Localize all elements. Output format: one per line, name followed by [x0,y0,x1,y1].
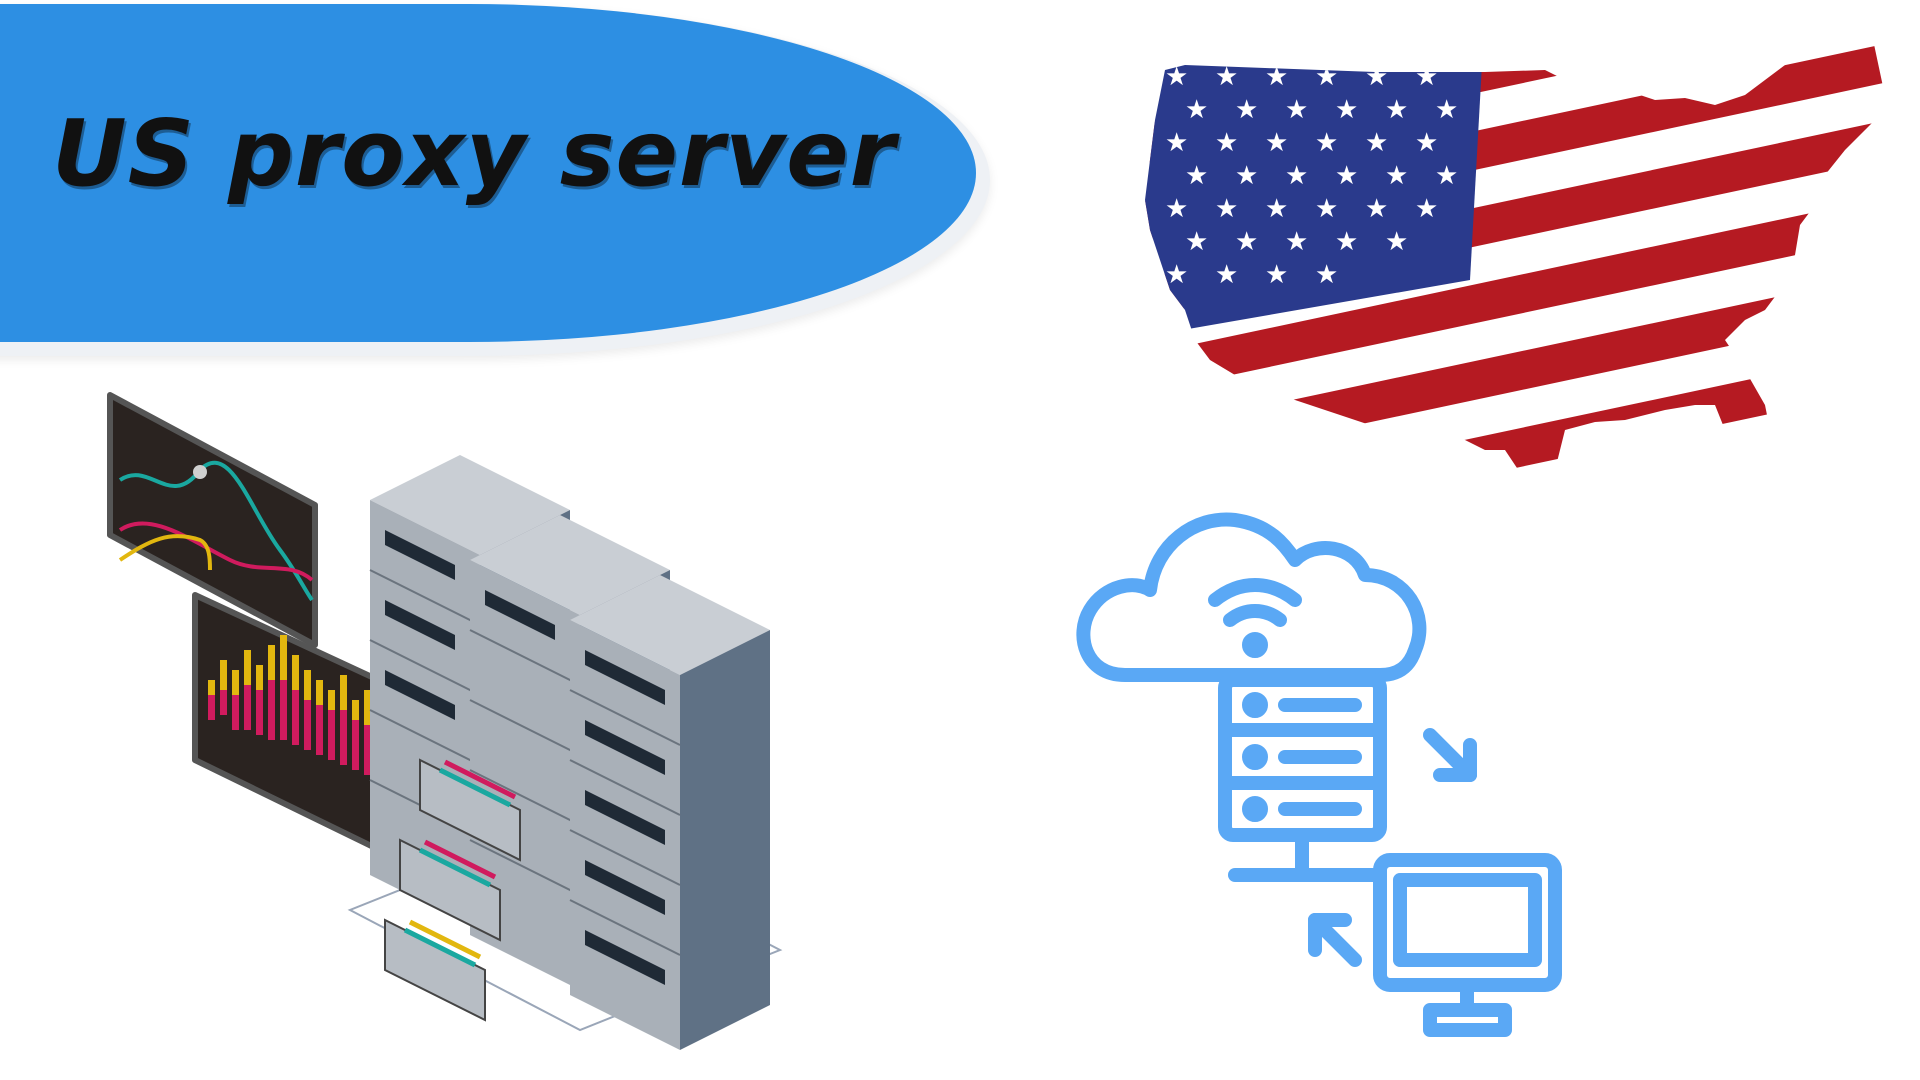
server-racks-illustration [107,392,783,1050]
svg-text:★: ★ [1415,62,1438,92]
cloud-icon [1076,512,1427,682]
svg-text:★: ★ [1315,62,1338,92]
svg-text:★: ★ [1215,194,1238,224]
svg-text:★: ★ [1335,227,1358,257]
svg-text:★: ★ [1215,62,1238,92]
svg-text:★: ★ [1285,161,1308,191]
svg-text:★: ★ [1365,194,1388,224]
svg-text:★: ★ [1285,227,1308,257]
flag-fill: ★★★★★★ ★★★★★★ ★★★★★★ ★★★★★★ ★★★★★★ ★★★★★… [1145,22,1895,490]
svg-text:★: ★ [1385,161,1408,191]
page-title: US proxy server [52,100,897,207]
svg-text:★: ★ [1335,95,1358,125]
svg-text:★: ★ [1385,227,1408,257]
server-icon [1218,673,1387,882]
title-banner: US proxy server [0,0,1000,358]
arrow-up-left-icon [1308,913,1362,967]
us-flag-map-illustration: ★★★★★★ ★★★★★★ ★★★★★★ ★★★★★★ ★★★★★★ ★★★★★… [1145,22,1895,490]
svg-text:★: ★ [1315,260,1338,290]
svg-text:★: ★ [1415,128,1438,158]
svg-text:★: ★ [1265,62,1288,92]
svg-text:★: ★ [1235,95,1258,125]
svg-text:★: ★ [1265,194,1288,224]
line-chart-panel [107,392,318,648]
svg-text:★: ★ [1435,161,1458,191]
svg-text:★: ★ [1165,62,1188,92]
svg-text:★: ★ [1165,194,1188,224]
svg-text:★: ★ [1335,161,1358,191]
svg-text:★: ★ [1415,194,1438,224]
server-rack [569,575,770,1050]
svg-text:★: ★ [1385,95,1408,125]
svg-text:★: ★ [1365,62,1388,92]
svg-text:★: ★ [1265,260,1288,290]
svg-text:★: ★ [1435,95,1458,125]
computer-icon [1373,853,1562,1037]
svg-text:★: ★ [1165,128,1188,158]
svg-text:★: ★ [1215,128,1238,158]
arrow-down-right-icon [1423,728,1477,782]
svg-text:★: ★ [1235,161,1258,191]
svg-text:★: ★ [1165,260,1188,290]
banner-shape [0,4,976,342]
svg-text:★: ★ [1265,128,1288,158]
svg-text:★: ★ [1315,128,1338,158]
svg-text:★: ★ [1285,95,1308,125]
svg-text:★: ★ [1185,161,1208,191]
svg-text:★: ★ [1185,95,1208,125]
cloud-server-computer-icon [1076,512,1562,1037]
svg-text:★: ★ [1185,227,1208,257]
svg-text:★: ★ [1315,194,1338,224]
svg-text:★: ★ [1365,128,1388,158]
svg-text:★: ★ [1235,227,1258,257]
svg-text:★: ★ [1215,260,1238,290]
